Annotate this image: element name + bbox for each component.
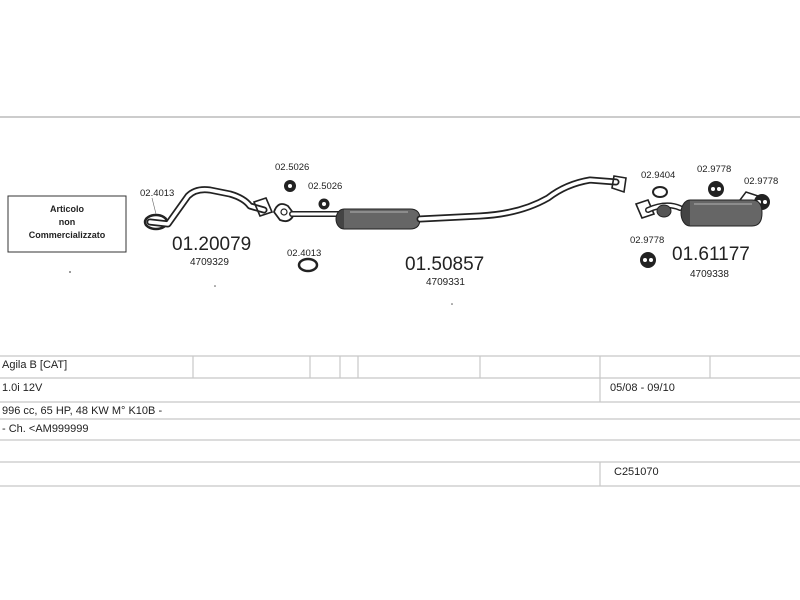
rubber-mount-icon — [708, 181, 724, 197]
part-rear-silencer-oem: 4709338 — [690, 269, 729, 280]
part-front-pipe: 01.20079 — [172, 234, 251, 255]
not-marketed-line1: Articolo — [50, 204, 85, 214]
not-marketed-box — [7, 195, 127, 253]
vehicle-chassis: - Ch. <AM999999 — [2, 423, 89, 435]
part-mid-gasket: 02.4013 — [287, 248, 321, 259]
part-mount-b: 02.5026 — [308, 181, 342, 192]
part-left-gasket: 02.4013 — [140, 188, 174, 199]
rubber-mount-icon — [284, 180, 296, 192]
vehicle-model: Agila B [CAT] — [2, 359, 68, 371]
pipe-clamp-icon — [652, 186, 668, 198]
part-rear-silencer: 01.61177 — [672, 244, 750, 265]
part-front-pipe-oem: 4709329 — [190, 257, 229, 268]
rear-silencer-icon — [634, 191, 763, 227]
part-center-silencer: 01.50857 — [405, 254, 484, 275]
catalog-code: C251070 — [614, 466, 659, 478]
dot-mark — [69, 271, 71, 273]
rubber-mount-icon — [318, 198, 330, 210]
not-marketed-line2: non — [59, 217, 76, 227]
front-pipe-icon — [146, 186, 274, 228]
part-mount-a: 02.5026 — [275, 162, 309, 173]
gasket-ring-icon — [297, 257, 319, 273]
part-rear-mount-c: 02.9778 — [630, 235, 664, 246]
not-marketed-line3: Commercializzato — [29, 230, 106, 240]
vehicle-specs: 996 cc, 65 HP, 48 KW M° K10B - — [2, 405, 163, 417]
part-rear-mount-a: 02.9778 — [697, 164, 731, 175]
part-clamp: 02.9404 — [641, 170, 675, 181]
vehicle-years: 05/08 - 09/10 — [610, 382, 675, 394]
rubber-mount-icon — [640, 252, 656, 268]
part-rear-mount-b: 02.9778 — [744, 176, 778, 187]
center-silencer-icon — [289, 175, 627, 230]
part-center-silencer-oem: 4709331 — [426, 277, 465, 288]
info-table-grid — [0, 355, 800, 487]
vehicle-engine: 1.0i 12V — [2, 382, 43, 394]
